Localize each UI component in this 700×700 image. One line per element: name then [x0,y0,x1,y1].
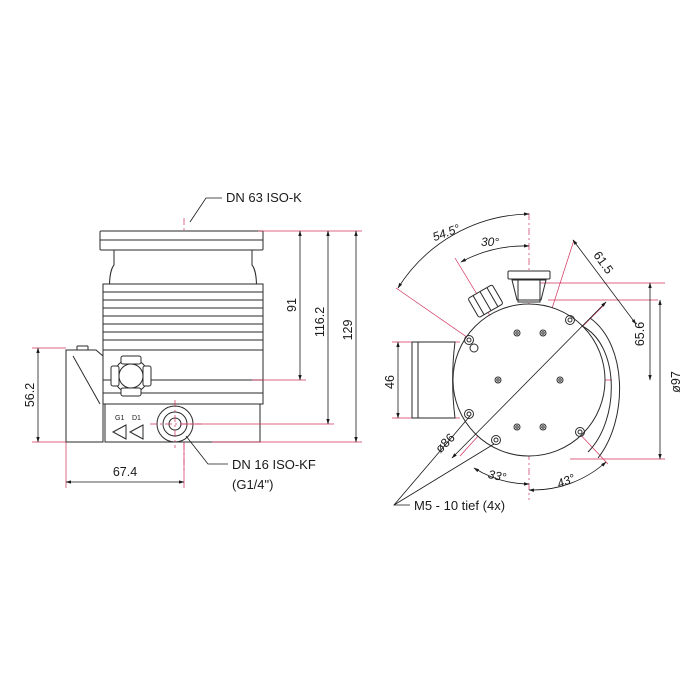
dim-56: 56.2 [23,383,37,407]
leader-top-flange [189,197,222,223]
dim-65: 65.6 [633,322,647,346]
dim-116: 116.2 [313,307,327,337]
electronics-box [65,349,104,443]
label-dn16: DN 16 ISO-KF [232,457,316,472]
top-view: 54.5° 30° 33° 43° 61.5 65.6 ø97 46 ø86 M… [383,212,683,513]
angle-33: 33° [487,467,508,485]
label-dn63: DN 63 ISO-K [226,190,302,205]
dim-line-86 [451,301,607,459]
angle-30: 30° [481,235,499,249]
kf-flange-port [150,400,202,448]
arc-30 [460,244,530,263]
dim-61: 61.5 [590,249,616,277]
dim-97: ø97 [669,371,683,393]
leader-side-flange [185,435,228,465]
label-g14: (G1/4") [232,477,273,492]
angle-43: 43° [555,471,577,491]
arc-43 [528,461,607,492]
vent-knob [110,355,152,397]
dim-line-61 [572,239,637,325]
angle-54: 54.5° [431,221,462,244]
arc-33 [473,467,530,486]
badge-right-label: D1 [132,415,141,422]
indicator-badges: G1 D1 [111,415,144,440]
badge-left-label: G1 [115,415,124,422]
top-flange-stub [507,270,551,303]
label-holes: M5 - 10 tief (4x) [414,498,505,513]
arc-54 [397,212,530,289]
dim-129: 129 [341,320,355,341]
ribbed-housing [102,283,264,351]
dim-67: 67.4 [113,465,137,479]
side-view: G1 D1 91 116.2 129 56.2 67.4 [23,190,362,492]
dim-46: 46 [383,375,397,389]
leader-holes [393,415,471,506]
dim-91: 91 [285,298,299,312]
